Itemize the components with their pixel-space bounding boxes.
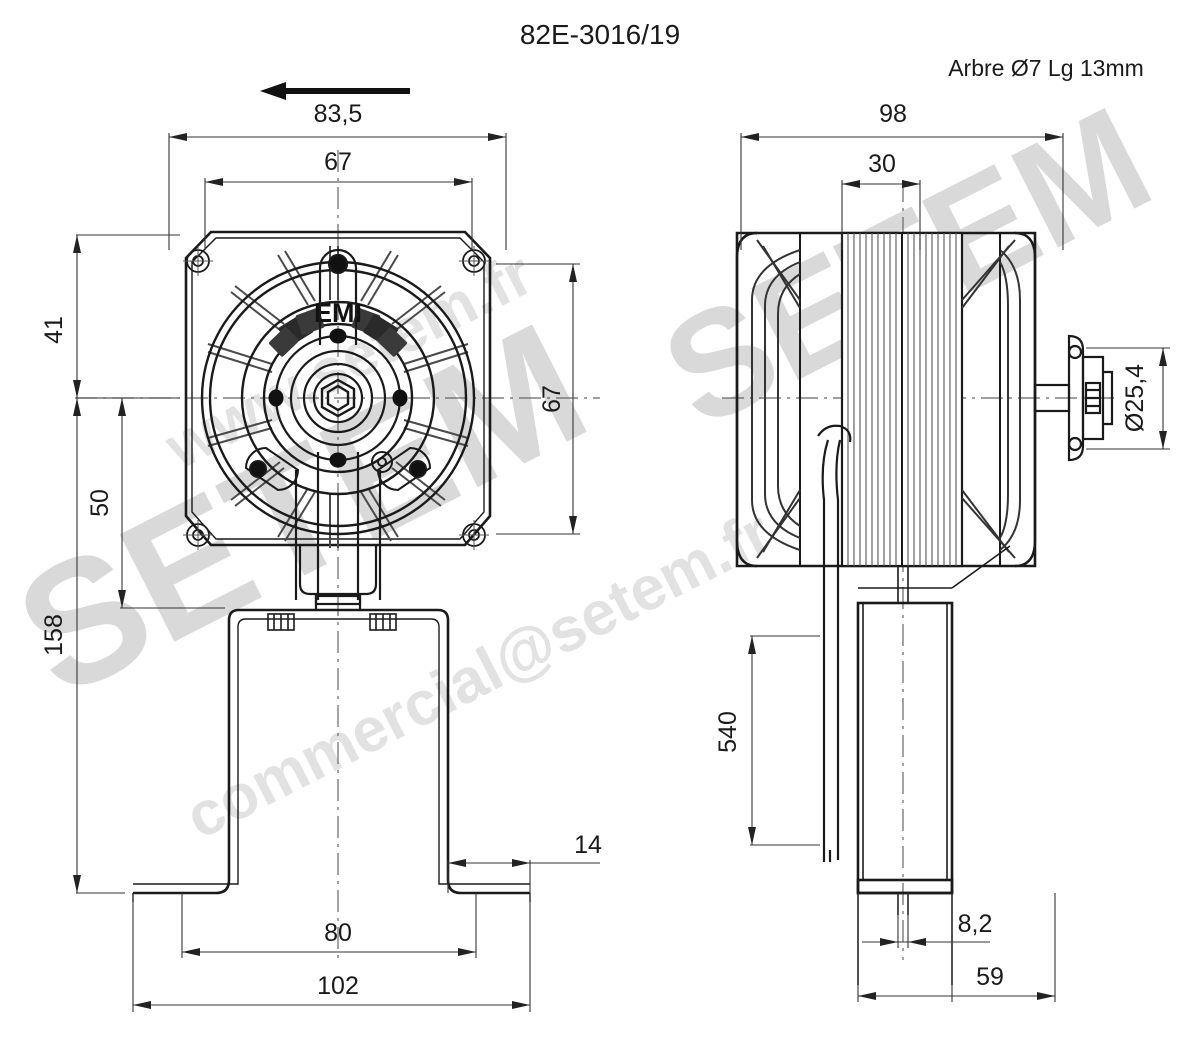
wire-exit-boss bbox=[817, 424, 852, 443]
mounting-bracket bbox=[133, 608, 530, 895]
side-dim-8-2 bbox=[862, 893, 990, 948]
page-title: 82E-3016/19 bbox=[520, 19, 680, 50]
front-dim-14 bbox=[447, 859, 600, 893]
dim-8-2-label: 8,2 bbox=[958, 910, 993, 938]
dim-25-4-label: Ø25,4 bbox=[1121, 364, 1149, 432]
nameplate-label: EMI bbox=[314, 298, 362, 328]
hub-upper-tab bbox=[318, 248, 358, 345]
side-bracket bbox=[856, 601, 954, 895]
hub-bolts bbox=[268, 328, 408, 468]
hub-lower-legs bbox=[294, 452, 382, 600]
housing-outline bbox=[184, 230, 492, 547]
dim-59-label: 59 bbox=[976, 963, 1004, 991]
side-end-bells bbox=[799, 233, 1001, 566]
rotation-arrow-icon bbox=[260, 82, 410, 100]
dim-67-h-label: 67 bbox=[324, 148, 352, 176]
side-dim-25-4 bbox=[1086, 347, 1170, 450]
shaft-hex bbox=[320, 378, 356, 418]
housing-inner-outline bbox=[191, 237, 485, 540]
bracket-bolts bbox=[267, 613, 397, 631]
dim-30-label: 30 bbox=[868, 150, 896, 178]
side-dim-540 bbox=[748, 635, 820, 846]
lead-wires bbox=[821, 439, 842, 862]
dim-50-label: 50 bbox=[86, 489, 114, 517]
shaft-assembly bbox=[1033, 334, 1114, 462]
dim-83-5-label: 83,5 bbox=[314, 100, 363, 128]
side-dim-98 bbox=[740, 133, 1064, 250]
dim-158-label: 158 bbox=[40, 614, 68, 656]
front-dim-50 bbox=[118, 397, 225, 609]
dim-98-label: 98 bbox=[879, 100, 907, 128]
mounting-holes bbox=[183, 246, 489, 550]
dim-14-label: 14 bbox=[574, 831, 602, 859]
nameplate-ring bbox=[240, 300, 436, 496]
side-dim-30 bbox=[841, 180, 921, 250]
side-view bbox=[722, 180, 1120, 985]
winding-coils-right bbox=[961, 239, 1021, 559]
dim-80-label: 80 bbox=[324, 919, 352, 947]
nameplate-text-bands bbox=[269, 308, 407, 357]
front-view: EMI bbox=[75, 82, 600, 960]
front-dim-102 bbox=[132, 893, 531, 1012]
dim-41-label: 41 bbox=[40, 316, 68, 344]
shaft-note: Arbre Ø7 Lg 13mm bbox=[948, 55, 1144, 81]
dim-540-label: 540 bbox=[714, 711, 742, 753]
front-dimensions bbox=[168, 133, 507, 250]
stator-lamination-stack bbox=[840, 231, 964, 568]
front-dim-80 bbox=[181, 893, 477, 958]
motor-neck bbox=[298, 545, 378, 610]
front-dim-67-v bbox=[496, 263, 580, 535]
side-dim-59 bbox=[857, 893, 1056, 1002]
front-dim-vertical-left bbox=[73, 234, 180, 894]
dim-67-v-label: 67 bbox=[538, 385, 566, 413]
bolt-bosses bbox=[244, 446, 432, 492]
winding-coils-left bbox=[751, 239, 801, 559]
dim-102-label: 102 bbox=[317, 972, 359, 1000]
